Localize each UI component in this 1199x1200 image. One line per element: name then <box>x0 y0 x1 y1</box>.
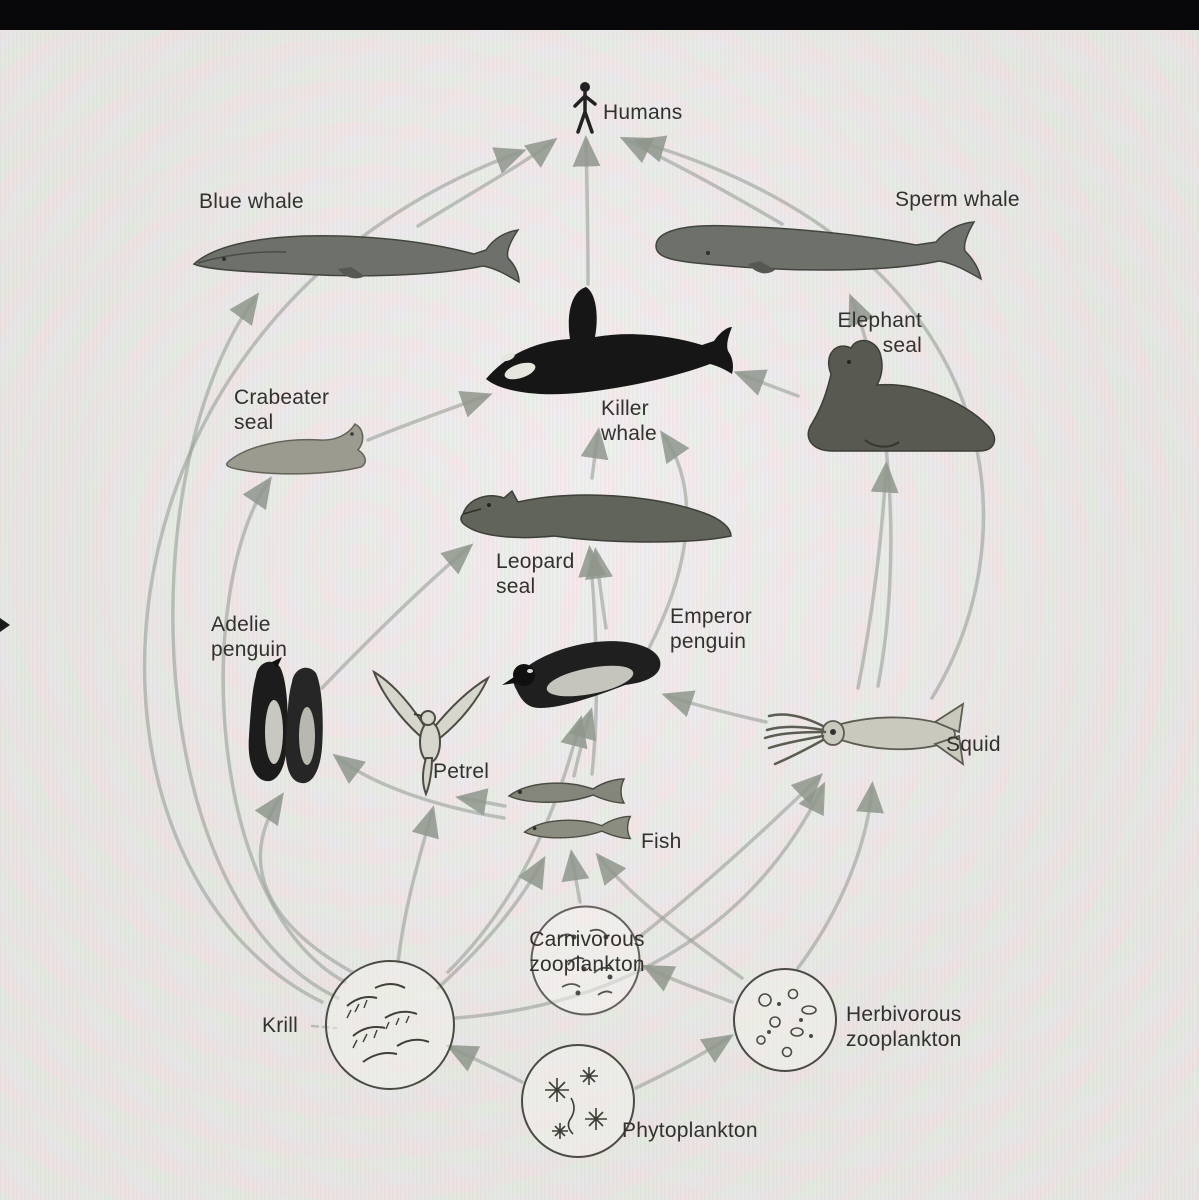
arrow-fish-to-petrel <box>455 788 507 816</box>
arrow-krill-to-blue-whale <box>171 292 340 1000</box>
leopard-seal-illustration <box>460 489 732 543</box>
arrow-krill-to-adelie-penguin <box>254 792 354 974</box>
arrow-krill-to-petrel <box>396 805 439 964</box>
label-petrel: Petrel <box>433 760 490 783</box>
label-squid: Squid <box>946 733 1001 756</box>
arrow-crabeater-seal-to-killer-whale <box>366 390 493 442</box>
food-web-diagram-page <box>0 30 1199 1200</box>
blue-whale-illustration <box>192 228 520 284</box>
arrow-krill-to-emperor-penguin <box>446 715 588 974</box>
arrow-carnivorous-zooplankton-to-squid <box>636 773 824 940</box>
killer-whale-illustration <box>486 287 733 395</box>
herbivorous-zooplankton-illustration <box>733 968 837 1072</box>
humans-illustration <box>573 82 597 134</box>
crabeater-seal-illustration <box>226 423 366 475</box>
arrow-carnivorous-zooplankton-to-fish <box>561 849 590 904</box>
label-sperm-whale: Sperm whale <box>895 188 1020 211</box>
arrow-krill-to-crabeater-seal <box>221 476 347 984</box>
arrow-squid-to-elephant-seal <box>856 461 899 690</box>
arrow-elephant-seal-to-killer-whale <box>733 369 800 398</box>
krill-illustration <box>325 960 455 1090</box>
krill-label-connector <box>310 1024 338 1030</box>
arrow-squid-to-humans <box>633 135 986 700</box>
phytoplankton-illustration <box>521 1044 635 1158</box>
arrow-herbivorous-zooplankton-to-squid <box>796 781 884 970</box>
label-emperor-penguin: Emperor penguin <box>670 605 752 653</box>
label-phytoplankton: Phytoplankton <box>622 1119 758 1142</box>
arrow-leopard-seal-to-killer-whale <box>580 427 609 480</box>
label-leopard-seal: Leopard seal <box>496 550 575 598</box>
arrow-herbivorous-to-carnivorous-zooplankton <box>641 964 734 1004</box>
arrow-killer-whale-to-humans <box>572 135 601 286</box>
petrel-illustration <box>372 669 491 797</box>
carnivorous-zooplankton-illustration <box>530 905 641 1016</box>
adelie-penguin-illustration <box>248 657 323 784</box>
label-herbivorous-zooplankton: Herbivorous zooplankton <box>846 1003 962 1051</box>
arrow-krill-to-fish <box>436 855 546 990</box>
arrow-adelie-penguin-to-leopard-seal <box>320 543 474 690</box>
emperor-penguin-illustration <box>502 641 661 708</box>
arrow-emperor-penguin-to-leopard-seal <box>585 547 613 630</box>
arrow-squid-to-emperor-penguin <box>661 690 768 724</box>
arrow-sperm-whale-to-humans <box>619 136 784 226</box>
sperm-whale-illustration <box>655 221 983 281</box>
screen-bezel-top <box>0 0 1199 30</box>
label-elephant-seal: Elephant seal <box>837 309 922 357</box>
arrow-fish-to-emperor-penguin <box>569 707 597 778</box>
label-carnivorous-zooplankton: Carnivorous zooplankton <box>529 928 645 976</box>
label-killer-whale: Killer whale <box>601 397 657 445</box>
label-humans: Humans <box>603 101 683 124</box>
label-blue-whale: Blue whale <box>199 190 304 213</box>
arrow-phytoplankton-to-herbivorous-zooplankton <box>634 1034 734 1090</box>
label-fish: Fish <box>641 830 682 853</box>
arrow-blue-whale-to-humans <box>416 137 558 228</box>
arrow-fish-to-adelie-penguin <box>332 753 506 820</box>
fish-illustration <box>507 778 632 840</box>
label-krill: Krill <box>262 1014 298 1037</box>
squid-illustration <box>763 702 965 766</box>
arrow-herbivorous-zooplankton-to-fish <box>595 852 744 980</box>
label-adelie-penguin: Adelie penguin <box>211 613 288 661</box>
arrow-krill-to-squid <box>454 781 826 1020</box>
arrow-phytoplankton-to-krill <box>445 1044 524 1084</box>
elephant-seal-illustration <box>807 339 996 452</box>
label-crabeater-seal: Crabeater seal <box>234 386 330 434</box>
photo-artifact <box>0 618 10 632</box>
